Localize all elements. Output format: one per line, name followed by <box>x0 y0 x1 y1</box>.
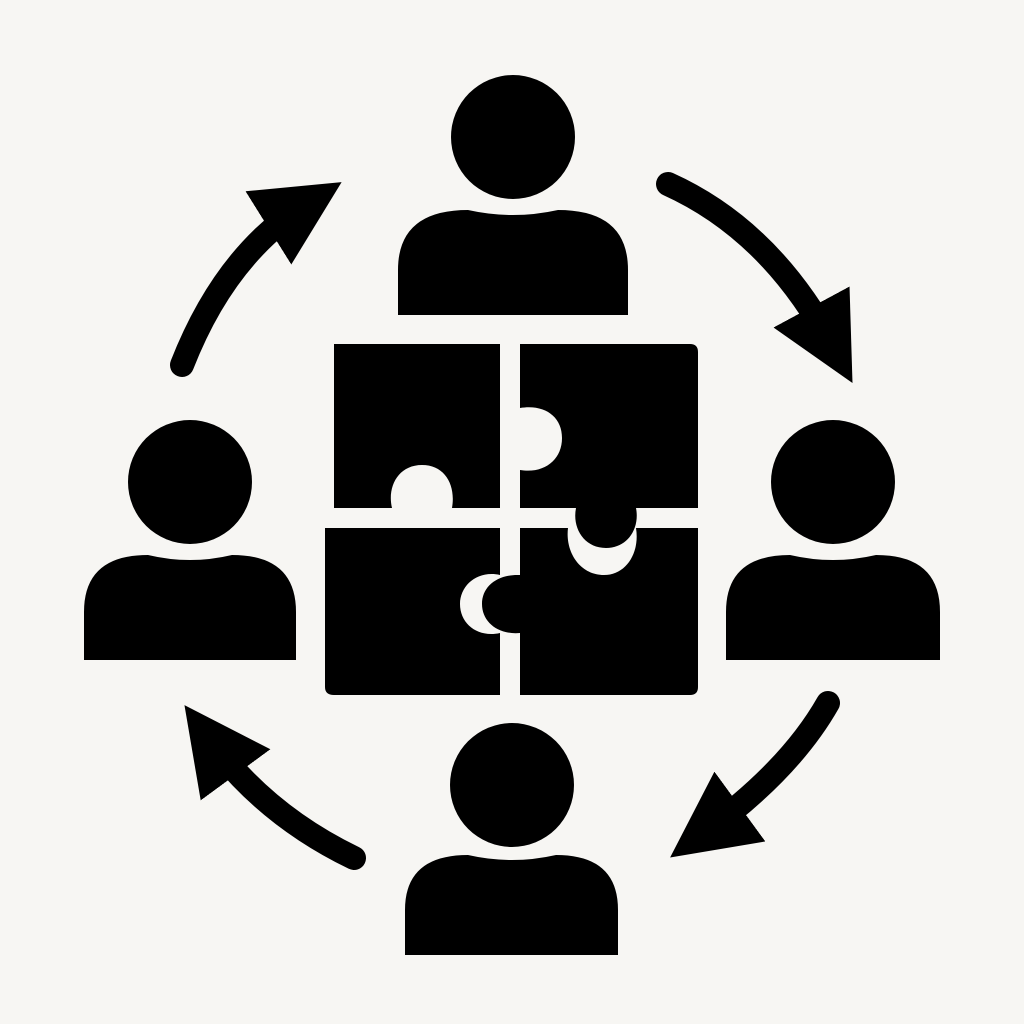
puzzle-piece-bottom-right <box>482 528 698 695</box>
puzzle-piece-top-right <box>520 344 698 548</box>
puzzle-piece-top-left <box>334 344 500 508</box>
arrow-bottom-right-icon <box>670 691 840 858</box>
arrow-top-left-icon <box>170 182 342 377</box>
person-icon-top <box>398 75 628 315</box>
person-icon-left <box>84 420 296 660</box>
puzzle-icon <box>325 344 698 695</box>
arrow-top-right-icon <box>656 172 853 384</box>
arrow-bottom-left-icon <box>184 705 366 870</box>
person-icon-bottom <box>405 723 618 955</box>
puzzle-piece-bottom-left <box>325 528 500 695</box>
cycle-arrows <box>170 172 853 870</box>
person-icon-right <box>726 420 940 660</box>
